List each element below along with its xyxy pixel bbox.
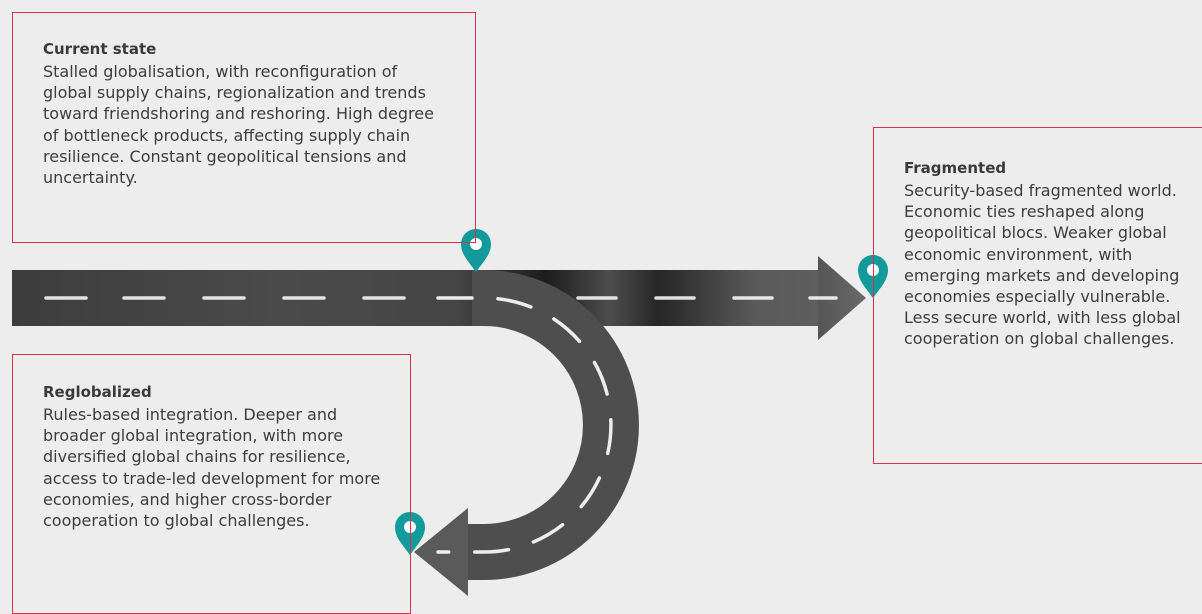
fragmented-arrowhead <box>818 256 866 340</box>
u-turn-lane-markings <box>436 296 613 554</box>
current-state-title: Current state <box>43 40 157 58</box>
fragmented-text: Security-based fragmented world. Economi… <box>904 181 1181 349</box>
fragmented-title: Fragmented <box>904 159 1007 177</box>
map-pin-icon <box>461 229 491 272</box>
current-state-box: Current state Stalled globalisation, wit… <box>12 12 476 243</box>
u-turn-road-body <box>468 270 639 580</box>
u-turn-road <box>414 270 639 596</box>
current-state-text: Stalled globalisation, with reconfigurat… <box>43 62 434 188</box>
reglobalized-title: Reglobalized <box>43 383 152 401</box>
reglobalized-text: Rules-based integration. Deeper and broa… <box>43 405 381 531</box>
reglobalized-box: Reglobalized Rules-based integration. De… <box>12 354 411 614</box>
fragmented-box: Fragmented Security-based fragmented wor… <box>873 127 1202 464</box>
straight-road <box>12 256 866 340</box>
